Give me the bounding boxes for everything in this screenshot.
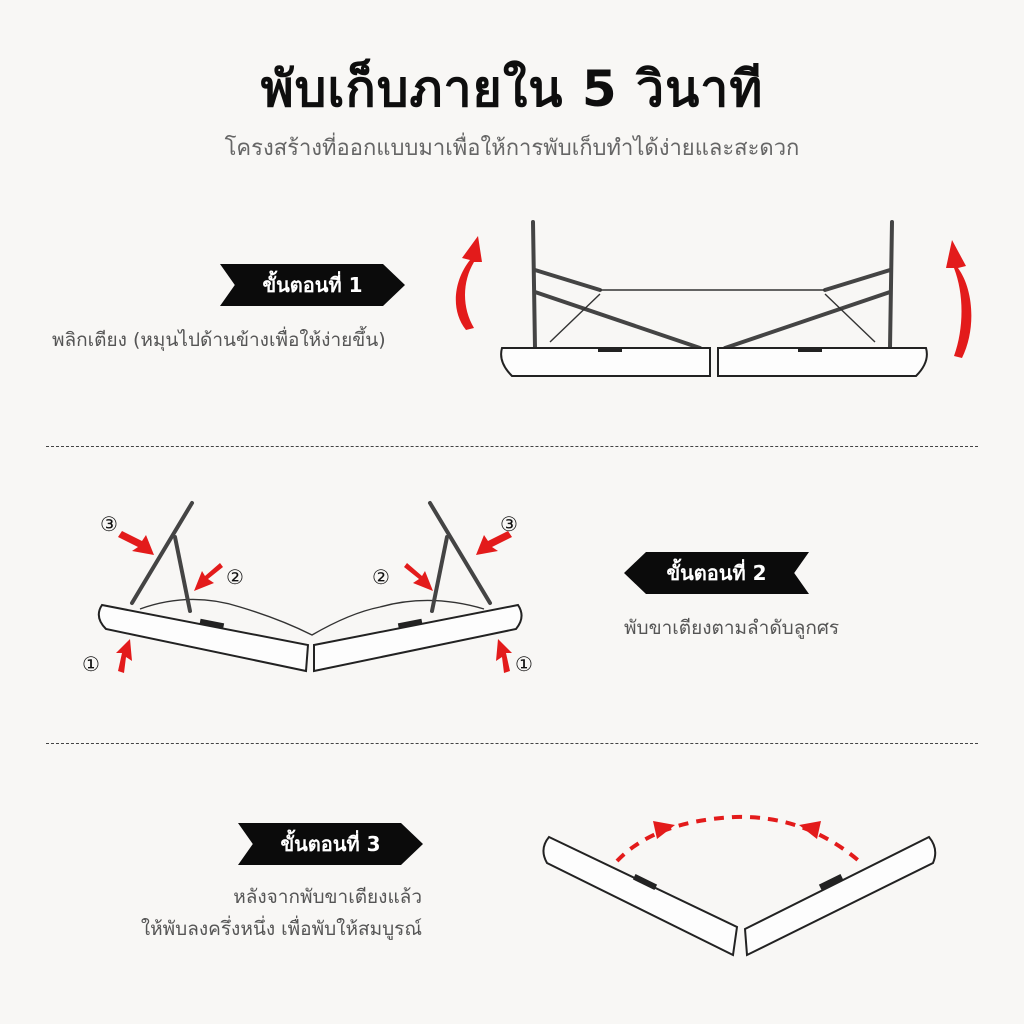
fold-arrow-icon — [615, 814, 861, 863]
step-3-description-line-2: ให้พับลงครึ่งหนึ่ง เพื่อพับให้สมบูรณ์ — [140, 918, 422, 940]
page-subtitle: โครงสร้างที่ออกแบบมาเพื่อให้การพับเก็บทำ… — [224, 136, 800, 161]
marker-2-left: ② — [226, 565, 244, 589]
section-divider — [46, 743, 978, 744]
push-arrow-icon — [116, 531, 512, 673]
bed-frame-v — [97, 598, 523, 673]
step-3-illustration — [542, 814, 937, 957]
marker-2-right: ② — [372, 565, 390, 589]
step-1-badge: ขั้นตอนที่ 1 — [220, 264, 405, 306]
step-3-badge: ขั้นตอนที่ 3 — [238, 823, 423, 865]
flip-arrow-icon — [946, 240, 972, 358]
step-2-description: พับขาเตียงตามลำดับลูกศร — [624, 617, 840, 639]
step-3-description-line-1: หลังจากพับขาเตียงแล้ว — [233, 886, 422, 908]
step-2-badge: ขั้นตอนที่ 2 — [624, 552, 809, 594]
bed-legs-open — [531, 220, 894, 350]
page-title: พับเก็บภายใน 5 วินาที — [260, 60, 764, 118]
flip-arrow-icon — [455, 236, 482, 330]
marker-3-left: ③ — [100, 512, 118, 536]
step-1-description: พลิกเตียง (หมุนไปด้านข้างเพื่อให้ง่ายขึ้… — [52, 329, 386, 351]
bed-frame-folded — [542, 835, 937, 957]
marker-3-right: ③ — [500, 512, 518, 536]
section-divider — [46, 446, 978, 447]
marker-1-left: ① — [82, 652, 100, 676]
bed-frame — [500, 347, 928, 377]
bed-legs-folding — [130, 501, 492, 613]
marker-1-right: ① — [515, 652, 533, 676]
step-2-illustration — [97, 501, 523, 673]
step-1-illustration — [455, 220, 972, 377]
